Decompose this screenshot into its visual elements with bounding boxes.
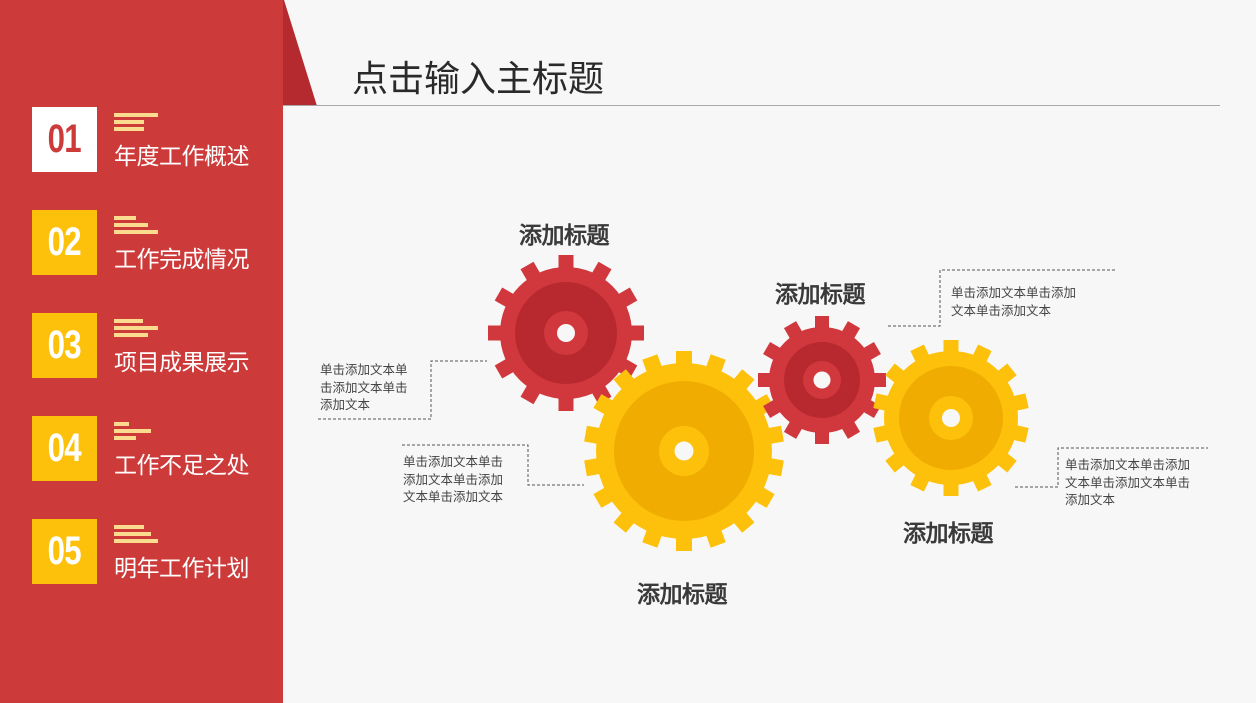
page-title[interactable]: 点击输入主标题 — [352, 59, 605, 100]
bar-line — [114, 532, 151, 536]
number-text: 01 — [47, 117, 82, 161]
connector-gear-1 — [318, 360, 487, 420]
header-wedge-decoration — [283, 0, 317, 106]
bar-line — [114, 429, 151, 433]
sidebar-item-label: 明年工作计划 — [114, 556, 250, 582]
sidebar-item-work-completion[interactable]: 02 工作完成情况 — [32, 210, 272, 275]
bar-line — [114, 113, 158, 117]
number-badge: 02 — [32, 210, 97, 275]
gear-1-text[interactable]: 单击添加文本单 击添加文本单击 添加文本 — [320, 362, 408, 412]
sidebar: 01 年度工作概述 02 工作完成情况 03 项目成果展示 04 工作不足之处 … — [0, 0, 283, 703]
gear-3-icon — [758, 316, 886, 444]
bar-line — [114, 223, 148, 227]
sidebar-item-annual-overview[interactable]: 01 年度工作概述 — [32, 107, 272, 172]
bar-line — [114, 230, 158, 234]
gear-3-title[interactable]: 添加标题 — [775, 282, 866, 308]
bar-line — [114, 525, 144, 529]
number-text: 04 — [47, 426, 82, 470]
callout-connectors — [318, 269, 1208, 488]
number-badge: 04 — [32, 416, 97, 481]
gear-3-text[interactable]: 单击添加文本单击添加 文本单击添加文本 — [951, 285, 1077, 318]
connector-gear-2 — [402, 444, 584, 486]
number-badge: 01 — [32, 107, 97, 172]
bars-icon — [114, 216, 164, 236]
number-text: 03 — [47, 323, 82, 367]
gear-4-title[interactable]: 添加标题 — [903, 521, 994, 547]
sidebar-item-label: 项目成果展示 — [114, 350, 250, 376]
bar-line — [114, 120, 144, 124]
bar-line — [114, 436, 136, 440]
bar-line — [114, 127, 144, 131]
number-text: 05 — [47, 529, 82, 573]
number-text: 02 — [47, 220, 82, 264]
bar-line — [114, 539, 158, 543]
bars-icon — [114, 525, 164, 545]
bars-icon — [114, 319, 164, 339]
gear-2-icon — [584, 351, 784, 551]
bar-line — [114, 333, 148, 337]
bar-line — [114, 422, 129, 426]
sidebar-item-label: 工作不足之处 — [114, 453, 250, 479]
gear-1-title[interactable]: 添加标题 — [519, 223, 610, 249]
bar-line — [114, 216, 136, 220]
number-badge: 05 — [32, 519, 97, 584]
sidebar-item-project-results[interactable]: 03 项目成果展示 — [32, 313, 272, 378]
sidebar-item-label: 工作完成情况 — [114, 247, 250, 273]
number-badge: 03 — [32, 313, 97, 378]
bars-icon — [114, 422, 164, 442]
bars-icon — [114, 113, 164, 133]
bar-line — [114, 319, 143, 323]
gear-2-title[interactable]: 添加标题 — [637, 582, 728, 608]
connector-gear-4 — [1015, 447, 1208, 488]
sidebar-item-shortcomings[interactable]: 04 工作不足之处 — [32, 416, 272, 481]
connector-gear-3 — [888, 269, 1116, 327]
gear-4-icon — [873, 340, 1029, 496]
bar-line — [114, 326, 158, 330]
title-divider — [283, 105, 1220, 106]
sidebar-item-label: 年度工作概述 — [114, 144, 250, 170]
gear-1-icon — [488, 255, 644, 411]
gear-4-text[interactable]: 单击添加文本单击添加 文本单击添加文本单击 添加文本 — [1065, 457, 1191, 507]
gear-2-text[interactable]: 单击添加文本单击 添加文本单击添加 文本单击添加文本 — [403, 454, 504, 504]
sidebar-item-next-year-plan[interactable]: 05 明年工作计划 — [32, 519, 272, 584]
